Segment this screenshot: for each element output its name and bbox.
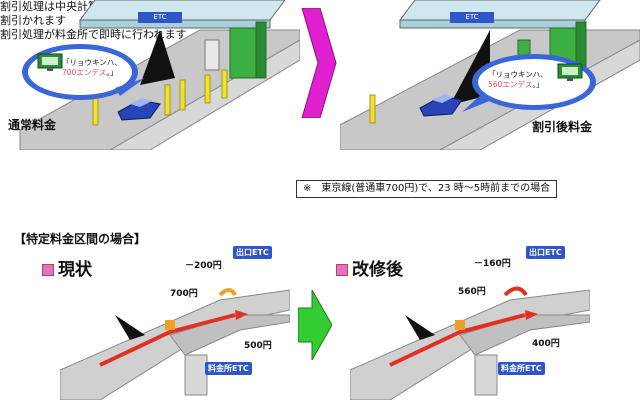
route-arrow-icon: [389, 310, 538, 367]
car-icon: [419, 94, 463, 117]
gate-sign-left: ETC: [138, 12, 182, 23]
highway-scene-after: [350, 286, 590, 400]
bubble-text-right: 「リョウキンハ、 560エンデス。」: [488, 70, 548, 90]
price-exit-current: 500円: [244, 341, 272, 351]
car-icon: [117, 98, 161, 121]
caption-left-line2: 割引かれます: [0, 14, 66, 27]
normal-fee-label: 通常料金: [8, 118, 57, 132]
gate-sign-text: ETC: [153, 13, 167, 21]
speech-bubble-icon: [22, 44, 145, 100]
bubble-line1-right: 「リョウキンハ、: [488, 70, 548, 79]
price-main-current: 700円: [170, 289, 198, 299]
after-title: 改修後: [336, 255, 403, 280]
exit-etc-current: 出口ETC: [233, 246, 272, 259]
time-note: ※ 東京線(普通車700円)で、23 時〜5時前までの場合: [296, 180, 558, 198]
bubble-price-right: 560エンデス: [488, 80, 533, 89]
pink-square-icon: [42, 264, 54, 276]
after-title-text: 改修後: [352, 260, 403, 280]
toll-gate-scene-left: [19, 0, 300, 150]
speech-bubble-icon: [462, 54, 596, 112]
gate-etc-current: 料金所ETC: [205, 362, 252, 375]
price-minus-after: －160円: [474, 259, 511, 269]
price-main-after: 560円: [458, 287, 486, 297]
bubble-suffix-right: 。」: [532, 80, 544, 89]
bubble-text-left: 「リョウキンハ、 700エンデス。」: [62, 58, 122, 78]
bubble-line2-left: 700エンデス。」: [62, 68, 122, 78]
exit-etc-after: 出口ETC: [526, 246, 565, 259]
arrow-right-icon: [301, 8, 337, 118]
current-title: 現状: [42, 255, 92, 280]
discount-fee-label: 割引後料金: [532, 120, 593, 134]
pink-square-icon: [336, 264, 348, 276]
highway-scene-current: [60, 288, 290, 400]
current-title-text: 現状: [58, 260, 92, 280]
price-minus-current: －200円: [185, 261, 222, 271]
gate-sign-right: ETC: [450, 12, 494, 23]
gate-sign-text-right: ETC: [465, 13, 479, 21]
arrow-right-icon: [298, 290, 332, 360]
bubble-price-left: 700エンデス: [62, 68, 107, 77]
caption-right: 割引処理が料金所で即時に行われます: [0, 28, 187, 41]
section-heading: 【特定料金区間の場合】: [14, 232, 147, 246]
monitor-icon: [37, 53, 63, 71]
price-exit-after: 400円: [532, 339, 560, 349]
bubble-line1-left: 「リョウキンハ、: [62, 58, 122, 67]
bubble-suffix-left: 。」: [106, 68, 118, 77]
route-arrow-icon: [99, 310, 248, 367]
gate-etc-after: 料金所ETC: [498, 362, 545, 375]
monitor-icon: [557, 63, 583, 81]
bubble-line2-right: 560エンデス。」: [488, 80, 548, 90]
